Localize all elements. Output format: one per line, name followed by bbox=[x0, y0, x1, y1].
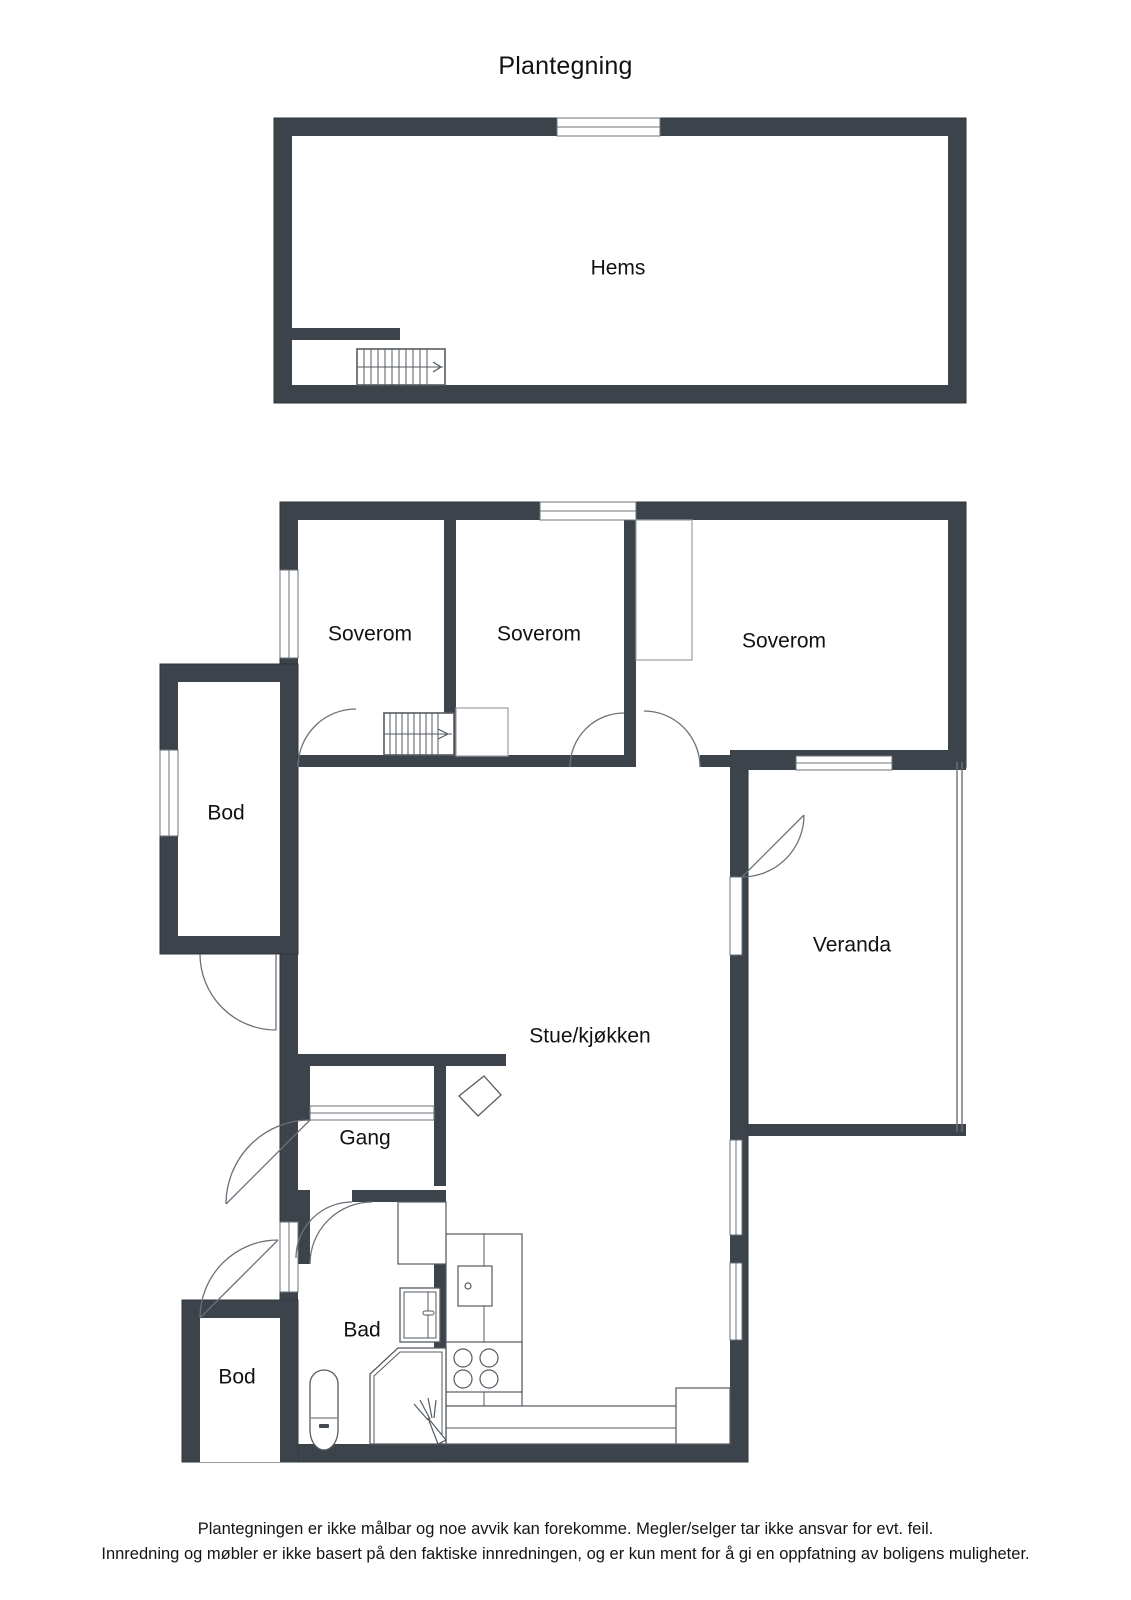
window-stue-right-mid bbox=[729, 1139, 743, 1236]
door-veranda-left bbox=[729, 876, 743, 956]
room-label-veranda: Veranda bbox=[813, 934, 892, 957]
loft-staircase bbox=[356, 348, 446, 386]
room-label-hems: Hems bbox=[591, 257, 646, 280]
floor-main: Soverom Soverom Soverom Bod Veranda Stue… bbox=[159, 501, 967, 1463]
main-interior-walls bbox=[280, 520, 748, 1462]
chair bbox=[458, 1075, 502, 1117]
kitchen-fixtures bbox=[445, 1233, 731, 1445]
room-label-soverom-3: Soverom bbox=[742, 630, 826, 653]
room-label-bod-upper: Bod bbox=[207, 802, 244, 825]
room-label-stue-kjokken: Stue/kjøkken bbox=[529, 1025, 650, 1048]
kitchen-stove bbox=[445, 1341, 523, 1393]
room-label-bod-lower: Bod bbox=[218, 1366, 255, 1389]
kitchen-sink bbox=[457, 1265, 493, 1307]
bathroom-fixtures bbox=[309, 1201, 447, 1451]
floor-loft: Hems bbox=[273, 117, 967, 404]
room-label-gang: Gang bbox=[339, 1127, 390, 1150]
toilet bbox=[309, 1369, 339, 1451]
washbasin bbox=[399, 1287, 441, 1343]
window-bad-left bbox=[279, 1221, 299, 1293]
main-door-swings bbox=[199, 708, 805, 1319]
loft-window-top bbox=[556, 117, 661, 137]
window-bod-upper bbox=[159, 749, 179, 837]
room-label-soverom-1: Soverom bbox=[328, 623, 412, 646]
page-title: Plantegning bbox=[498, 52, 633, 80]
wardrobe-soverom-right bbox=[635, 519, 693, 661]
main-windows bbox=[159, 501, 893, 1341]
disclaimer-line-2: Innredning og møbler er ikke basert på d… bbox=[101, 1545, 1030, 1563]
disclaimer-line-1: Plantegningen er ikke målbar og noe avvi… bbox=[197, 1520, 934, 1538]
room-label-bad: Bad bbox=[343, 1319, 380, 1342]
window-top bbox=[539, 501, 637, 521]
corner-shower bbox=[369, 1347, 447, 1445]
window-stue-right-lower bbox=[729, 1262, 743, 1341]
window-soverom-right bbox=[795, 755, 893, 771]
loft-wall-stub bbox=[292, 328, 400, 340]
wardrobe-soverom-middle bbox=[455, 707, 509, 757]
room-label-soverom-2: Soverom bbox=[497, 623, 581, 646]
main-staircase bbox=[383, 712, 455, 756]
loft-walls bbox=[273, 117, 967, 404]
window-gang-top bbox=[309, 1105, 435, 1121]
window-soverom-left bbox=[279, 569, 299, 659]
